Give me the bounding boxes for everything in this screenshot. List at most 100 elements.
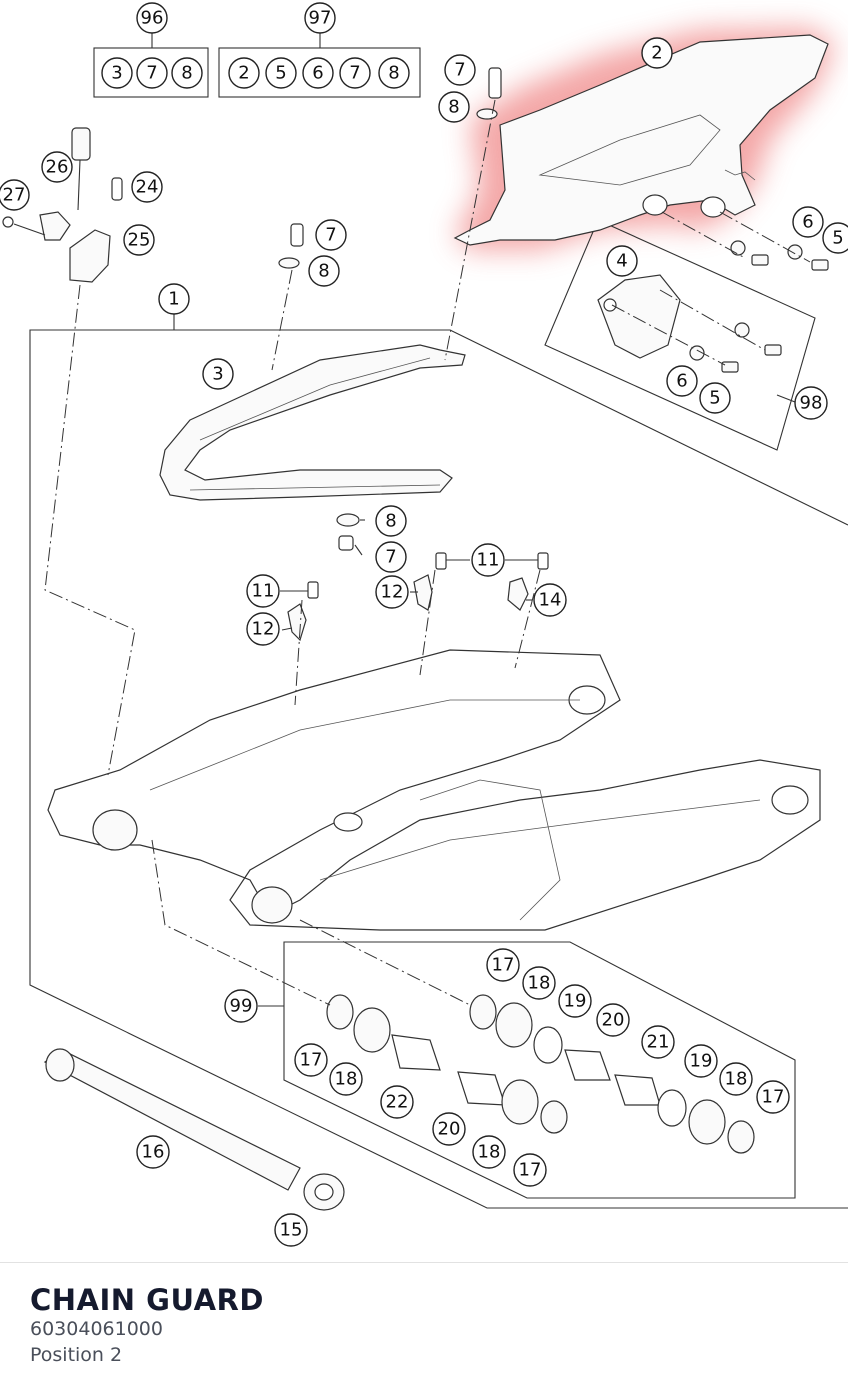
- callout-1[interactable]: 1: [158, 283, 190, 315]
- svg-text:8: 8: [181, 63, 192, 84]
- callout-26[interactable]: 26: [41, 151, 73, 183]
- kit-box-96: [93, 33, 209, 98]
- callout-17-top[interactable]: 17: [486, 948, 520, 982]
- callout-7-mid[interactable]: 7: [315, 219, 347, 251]
- callout-8-mid[interactable]: 8: [308, 255, 340, 287]
- svg-text:25: 25: [128, 230, 151, 251]
- exploded-parts-diagram: 96 97 3 7 8 2 5 6 7 8 7 8 2 26 24 27 25 …: [0, 2, 848, 1247]
- callout-6-right[interactable]: 6: [792, 206, 824, 238]
- svg-text:6: 6: [802, 212, 813, 233]
- callout-14[interactable]: 14: [533, 583, 567, 617]
- svg-text:2: 2: [238, 63, 249, 84]
- svg-text:3: 3: [111, 63, 122, 84]
- callout-17-right[interactable]: 17: [756, 1080, 790, 1114]
- svg-text:18: 18: [478, 1142, 501, 1163]
- chain-guard-part: [453, 34, 829, 246]
- svg-text:5: 5: [832, 228, 843, 249]
- svg-text:5: 5: [275, 63, 286, 84]
- callout-7-top[interactable]: 7: [444, 54, 476, 86]
- kit96-item-7[interactable]: 7: [136, 57, 168, 89]
- callout-20-bottom[interactable]: 20: [432, 1112, 466, 1146]
- svg-text:20: 20: [602, 1010, 625, 1031]
- svg-text:8: 8: [385, 511, 396, 532]
- kit97-item-5[interactable]: 5: [265, 57, 297, 89]
- callout-27[interactable]: 27: [0, 179, 30, 211]
- callout-17-bottom[interactable]: 17: [513, 1153, 547, 1187]
- callout-12-left[interactable]: 12: [246, 612, 280, 646]
- kit97-item-6[interactable]: 6: [302, 57, 334, 89]
- svg-text:21: 21: [647, 1032, 670, 1053]
- callout-18-right[interactable]: 18: [719, 1062, 753, 1096]
- callout-5-lower[interactable]: 5: [699, 382, 731, 414]
- svg-text:18: 18: [528, 973, 551, 994]
- svg-text:20: 20: [438, 1119, 461, 1140]
- svg-text:26: 26: [46, 157, 69, 178]
- kit97-item-7[interactable]: 7: [339, 57, 371, 89]
- sensor-parts: [2, 127, 111, 283]
- callout-18-top[interactable]: 18: [522, 966, 556, 1000]
- svg-text:22: 22: [386, 1092, 409, 1113]
- part-info-panel: CHAIN GUARD 60304061000 Position 2: [0, 1262, 848, 1390]
- svg-text:7: 7: [385, 547, 396, 568]
- callout-7-lower[interactable]: 7: [375, 541, 407, 573]
- leader-lines: [280, 519, 538, 631]
- svg-text:5: 5: [709, 388, 720, 409]
- part-title: CHAIN GUARD: [30, 1283, 264, 1317]
- callout-19-right[interactable]: 19: [684, 1044, 718, 1078]
- callout-97[interactable]: 97: [304, 2, 336, 34]
- svg-text:11: 11: [477, 550, 500, 571]
- callout-15[interactable]: 15: [274, 1213, 308, 1247]
- svg-text:2: 2: [651, 43, 662, 64]
- callout-11-left[interactable]: 11: [246, 574, 280, 608]
- svg-text:17: 17: [300, 1050, 323, 1071]
- callout-24[interactable]: 24: [131, 171, 163, 203]
- kit97-item-2[interactable]: 2: [228, 57, 260, 89]
- svg-text:27: 27: [3, 185, 26, 206]
- chain-slider-part: [159, 344, 466, 501]
- svg-text:1: 1: [168, 289, 179, 310]
- callout-16[interactable]: 16: [136, 1135, 170, 1169]
- callout-8-top[interactable]: 8: [438, 91, 470, 123]
- svg-text:11: 11: [252, 581, 275, 602]
- callout-22[interactable]: 22: [380, 1085, 414, 1119]
- callout-19-top[interactable]: 19: [558, 984, 592, 1018]
- svg-text:7: 7: [146, 63, 157, 84]
- svg-text:4: 4: [616, 251, 627, 272]
- callout-11-right[interactable]: 11: [471, 543, 505, 577]
- callout-4[interactable]: 4: [606, 245, 638, 277]
- callout-6-lower[interactable]: 6: [666, 365, 698, 397]
- fasteners: [111, 67, 829, 642]
- svg-text:18: 18: [335, 1069, 358, 1090]
- svg-text:19: 19: [564, 991, 587, 1012]
- callout-8-lower[interactable]: 8: [375, 505, 407, 537]
- callout-98[interactable]: 98: [794, 386, 828, 420]
- kit96-item-3[interactable]: 3: [101, 57, 133, 89]
- kit96-item-8[interactable]: 8: [171, 57, 203, 89]
- svg-text:6: 6: [312, 63, 323, 84]
- svg-text:99: 99: [230, 996, 253, 1017]
- svg-text:8: 8: [388, 63, 399, 84]
- callout-20-top[interactable]: 20: [596, 1003, 630, 1037]
- kit-box-97: [218, 33, 421, 98]
- callout-18-bottom[interactable]: 18: [472, 1135, 506, 1169]
- callout-17-left[interactable]: 17: [294, 1043, 328, 1077]
- assembly-lines: [44, 99, 811, 1006]
- svg-text:7: 7: [349, 63, 360, 84]
- callout-18-left[interactable]: 18: [329, 1062, 363, 1096]
- callout-3[interactable]: 3: [202, 358, 234, 390]
- swingarm-body: [47, 649, 821, 931]
- part-number: 60304061000: [30, 1318, 163, 1340]
- svg-text:6: 6: [676, 371, 687, 392]
- callout-21[interactable]: 21: [641, 1025, 675, 1059]
- callout-25[interactable]: 25: [123, 224, 155, 256]
- svg-text:12: 12: [252, 619, 275, 640]
- kit97-item-8[interactable]: 8: [378, 57, 410, 89]
- svg-text:97: 97: [309, 8, 332, 29]
- svg-text:7: 7: [325, 225, 336, 246]
- callout-96[interactable]: 96: [136, 2, 168, 34]
- callout-2-chain-guard[interactable]: 2: [641, 37, 673, 69]
- svg-text:98: 98: [800, 393, 823, 414]
- callout-12-right[interactable]: 12: [375, 575, 409, 609]
- callout-5-right[interactable]: 5: [822, 222, 848, 254]
- callout-99[interactable]: 99: [224, 989, 258, 1023]
